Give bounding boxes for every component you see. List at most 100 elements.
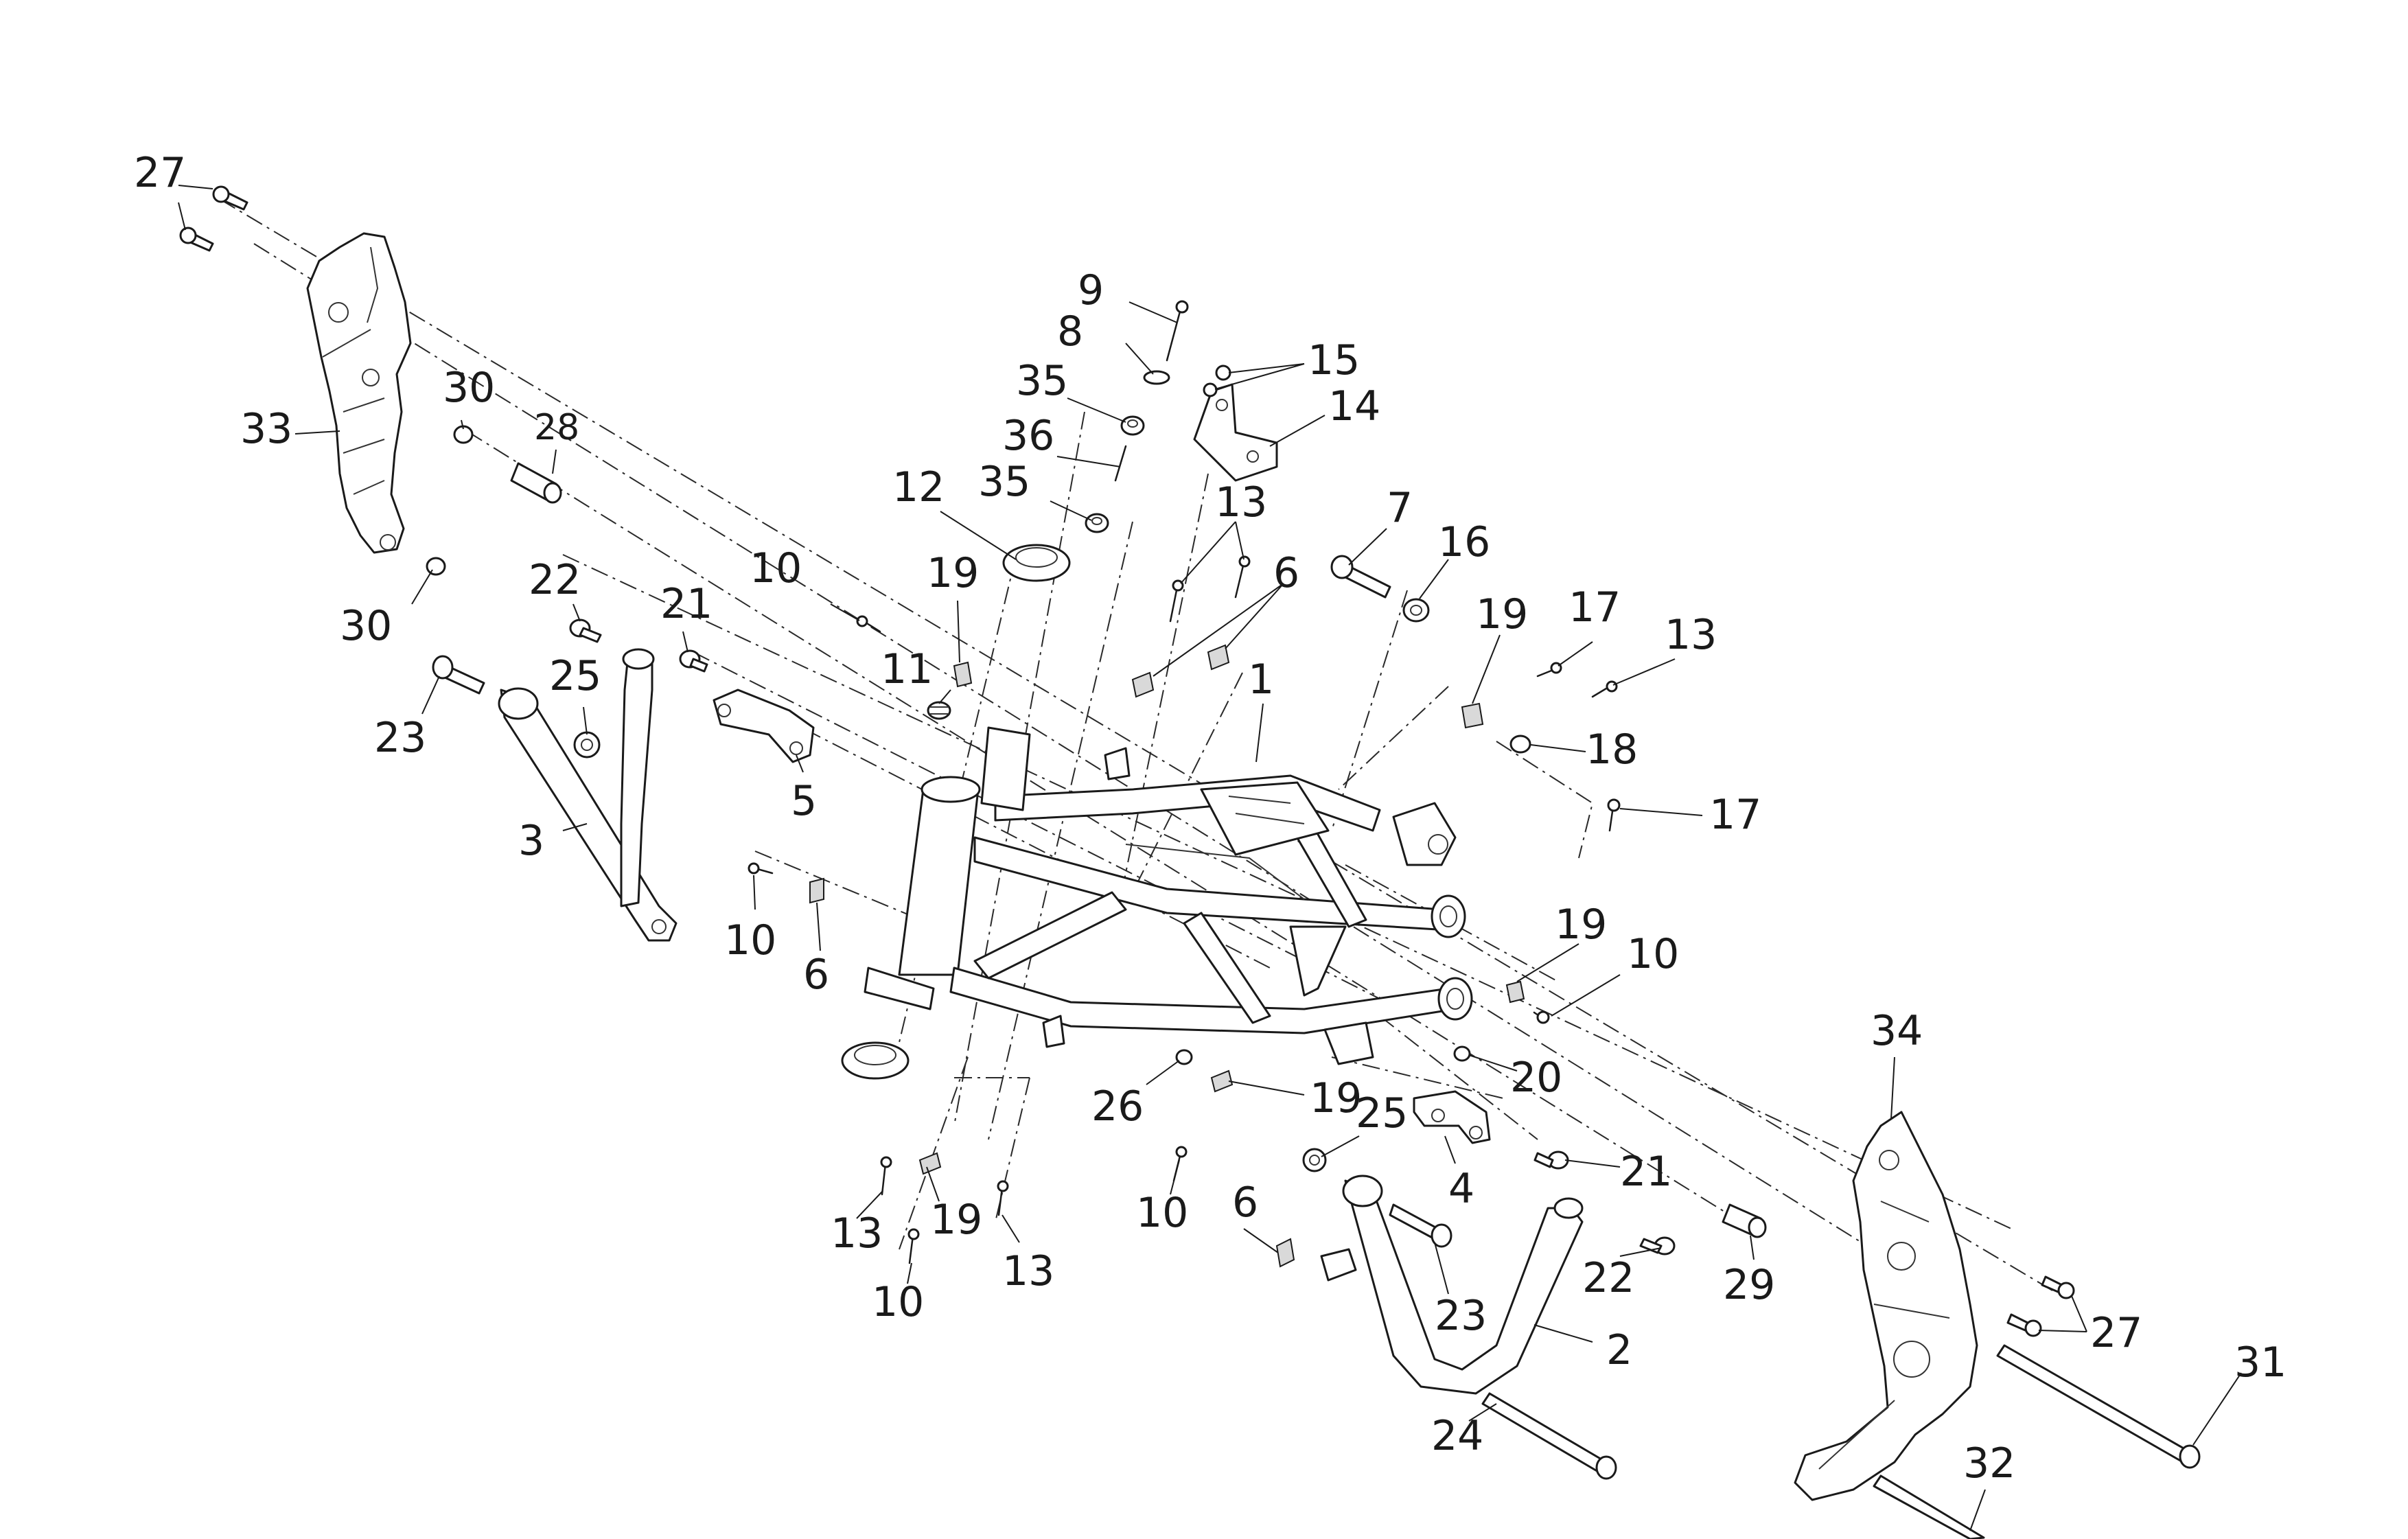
through-bolt-32 [1873, 1474, 1985, 1539]
callout-10-right: 10 [1627, 930, 1679, 978]
callout-11: 11 [881, 645, 933, 693]
callout-32: 32 [1963, 1439, 2015, 1488]
pin-36 [1114, 445, 1127, 482]
callout-7: 7 [1387, 484, 1413, 532]
callout-14: 14 [1328, 382, 1380, 430]
bushing-25-right [1302, 1148, 1327, 1172]
callout-12-upper: 12 [892, 463, 945, 511]
bracket-4 [1413, 1090, 1491, 1144]
bolt-9 [1166, 300, 1189, 362]
callout-9: 9 [1078, 266, 1104, 314]
bolt-7 [1330, 555, 1391, 599]
spacer-29 [1722, 1203, 1767, 1238]
callout-27-top: 27 [134, 149, 186, 197]
callout-19-upper: 19 [927, 549, 979, 597]
bracket-5 [713, 688, 815, 763]
left-engine-bracket [306, 232, 412, 554]
nut-30-lower [426, 557, 446, 576]
bracket-14 [1193, 383, 1278, 482]
clips-6 [809, 644, 1295, 1268]
bolt-27-top-a [212, 185, 248, 211]
callout-10-lower: 10 [872, 1278, 924, 1326]
steering-bearing-lower [841, 1041, 910, 1080]
callout-36: 36 [1002, 412, 1054, 460]
screws-10 [748, 615, 1550, 1264]
callout-10-upper: 10 [750, 544, 802, 592]
callout-23-right: 23 [1435, 1292, 1487, 1340]
callout-16: 16 [1438, 518, 1490, 566]
callout-6-upper: 6 [1273, 549, 1299, 597]
callout-6-left: 6 [803, 951, 829, 999]
spacer-16 [1402, 598, 1430, 623]
main-frame [864, 726, 1473, 1065]
callout-10-center: 10 [1136, 1189, 1188, 1237]
callout-19-lower: 19 [930, 1196, 982, 1244]
callout-19-center: 19 [1310, 1074, 1362, 1122]
nut-35-lower [1085, 513, 1109, 533]
right-engine-bracket [1794, 1111, 1978, 1501]
callout-21-right: 21 [1620, 1148, 1672, 1196]
through-bolt-31 [1996, 1344, 2201, 1469]
callout-2: 2 [1606, 1326, 1632, 1374]
callout-4: 4 [1448, 1165, 1474, 1213]
callout-13-upper: 13 [1215, 478, 1267, 526]
callout-30-lower: 30 [340, 602, 392, 650]
callout-29: 29 [1723, 1261, 1775, 1309]
callout-25-left: 25 [549, 652, 601, 700]
callout-15: 15 [1308, 336, 1360, 384]
callout-26: 26 [1091, 1083, 1144, 1131]
callout-13-lower-left: 13 [831, 1210, 883, 1258]
leader-lines [178, 185, 2242, 1531]
callout-24: 24 [1431, 1412, 1483, 1460]
callout-8: 8 [1057, 308, 1083, 356]
steering-bearing-upper [1002, 544, 1071, 582]
callout-6-center: 6 [1232, 1179, 1258, 1227]
callout-35-lower: 35 [978, 458, 1030, 506]
right-footrest-hanger [1320, 1174, 1584, 1395]
callout-17-lower: 17 [1709, 791, 1761, 839]
spacer-28 [510, 462, 562, 504]
bolt-23-right [1389, 1203, 1452, 1248]
bolt-21-right [1533, 1150, 1569, 1170]
callout-labels: 27 30 28 33 30 22 21 25 23 3 10 19 11 5 … [134, 149, 2287, 1488]
nut-35-upper [1120, 415, 1145, 436]
callout-19-right-upper: 19 [1476, 590, 1528, 638]
callout-3: 3 [518, 817, 544, 865]
callout-25-right: 25 [1356, 1089, 1408, 1137]
callout-28: 28 [534, 407, 579, 448]
washer-8 [1143, 370, 1170, 385]
callout-19-right: 19 [1555, 901, 1607, 949]
callout-31: 31 [2234, 1339, 2287, 1387]
clips-19 [918, 661, 1525, 1175]
nut-20 [1453, 1045, 1471, 1062]
callout-18: 18 [1586, 726, 1638, 774]
callout-20: 20 [1510, 1054, 1562, 1102]
bolt-22-left [569, 618, 602, 643]
bolt-27-bottom-b [2006, 1313, 2042, 1337]
callout-5: 5 [791, 777, 817, 825]
bolt-27-top-b [179, 227, 214, 252]
callout-21-left: 21 [660, 580, 713, 628]
spacer-18 [1509, 734, 1531, 754]
callout-13-lower-right: 13 [1002, 1247, 1054, 1295]
callout-30-upper: 30 [443, 364, 495, 412]
callout-1: 1 [1248, 656, 1274, 704]
nut-26 [1175, 1049, 1193, 1065]
spring-11 [927, 701, 951, 720]
bolt-27-bottom-a [2041, 1275, 2075, 1299]
screw-15 [1203, 364, 1231, 397]
callout-35-upper: 35 [1016, 357, 1068, 405]
callout-34: 34 [1871, 1007, 1923, 1055]
bolt-21-left [679, 649, 708, 673]
callout-13-right: 13 [1665, 611, 1717, 659]
callout-22-right: 22 [1582, 1254, 1634, 1302]
callout-27-bottom: 27 [2090, 1309, 2142, 1357]
assembly-axis-lines [219, 198, 2053, 1291]
callout-33: 33 [240, 405, 292, 453]
callout-23-left: 23 [374, 714, 426, 762]
callout-17-upper: 17 [1568, 583, 1621, 632]
bolt-23-left [432, 655, 485, 695]
through-bolt-24 [1481, 1392, 1617, 1480]
callout-10-left: 10 [724, 916, 776, 964]
